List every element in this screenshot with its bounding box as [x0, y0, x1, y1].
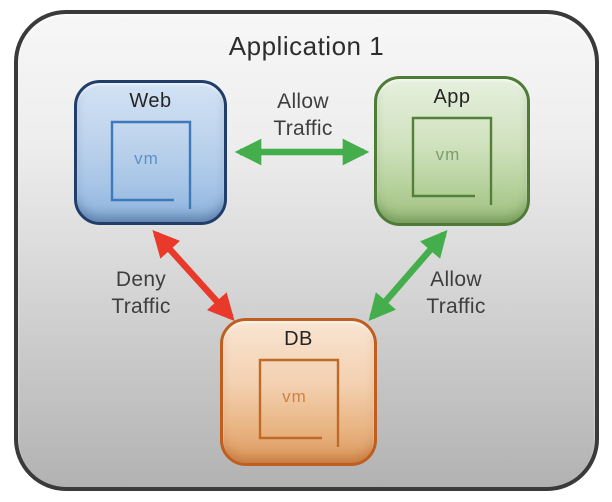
edge-app-db-label: Allow Traffic — [426, 268, 486, 318]
node-db-label: DB — [284, 328, 313, 350]
edge-web-db-label: Deny Traffic — [111, 268, 171, 318]
node-web: Web vm — [74, 80, 227, 225]
edge-web-app-label: Allow Traffic — [273, 90, 333, 140]
vm-icon: vm — [104, 116, 198, 212]
vm-icon-label: vm — [435, 145, 461, 164]
node-db: DB vm — [220, 318, 377, 466]
node-web-label: Web — [129, 90, 172, 112]
vm-icon-label: vm — [134, 149, 159, 168]
node-app-label: App — [433, 86, 471, 108]
application-title: Application 1 — [228, 31, 385, 61]
vm-icon: vm — [252, 354, 346, 450]
vm-icon: vm — [405, 112, 499, 208]
vm-icon-label: vm — [282, 387, 307, 406]
node-app: App vm — [374, 76, 530, 226]
